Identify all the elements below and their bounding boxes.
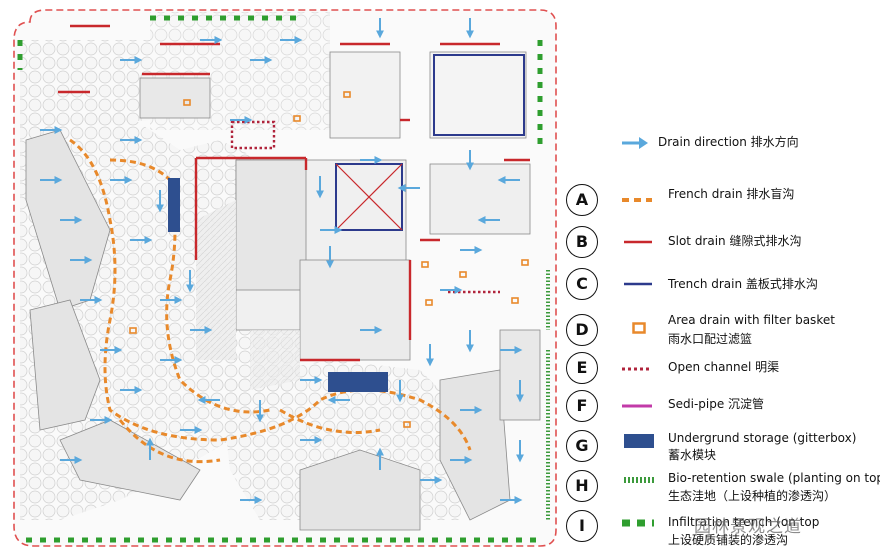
drain-direction-arrows bbox=[40, 18, 524, 504]
slot-drain-symbol bbox=[624, 240, 652, 244]
legend-letter-f: F bbox=[566, 390, 598, 422]
watermark: 园林景观之道 bbox=[694, 512, 802, 537]
legend-label-area-drain-line2: 雨水口配过滤篮 bbox=[668, 332, 753, 346]
legend-label-bio-retention-swale-line1: Bio-retention swale (planting on top bbox=[668, 471, 880, 485]
trench-drain-lines bbox=[335, 54, 525, 231]
bio-retention-swale-symbol bbox=[624, 477, 654, 483]
legend-label-underground-storage-line2: 蓄水模块 bbox=[668, 448, 717, 462]
legend-letter-i: I bbox=[566, 510, 598, 542]
paving-hatch bbox=[196, 200, 300, 390]
legend-letter-g: G bbox=[566, 430, 598, 462]
legend-item-sedi-pipe: F Sedi-pipe 沉淀管 bbox=[566, 390, 880, 422]
slot-drain-lines bbox=[58, 24, 530, 362]
legend-label-underground-storage-line1: Undergrund storage (gitterbox) bbox=[668, 431, 857, 445]
site-boundary bbox=[13, 9, 557, 547]
legend-letter-d: D bbox=[566, 314, 598, 346]
legend-drain-direction: Drain direction 排水方向 bbox=[566, 134, 880, 152]
legend-item-slot-drain: B Slot drain 缝隙式排水沟 bbox=[566, 226, 880, 258]
legend-item-infiltration-trench: I Infiltration trench (on top 上设硬质铺装的渗透沟 bbox=[566, 508, 880, 548]
legend-label-open-channel: Open channel 明渠 bbox=[668, 360, 780, 374]
drain-arrow-icon bbox=[622, 137, 648, 149]
legend-label-bio-retention-swale-line2: 生态洼地（上设种植的渗透沟） bbox=[668, 489, 837, 503]
legend-label-infiltration-trench-line2: 上设硬质铺装的渗透沟 bbox=[668, 533, 789, 547]
underground-storage-blocks bbox=[168, 178, 388, 392]
legend-letter-a: A bbox=[566, 184, 598, 216]
site-drainage-plan bbox=[13, 9, 557, 547]
legend-label-french-drain: French drain 排水盲沟 bbox=[668, 187, 795, 201]
area-drains bbox=[129, 91, 529, 428]
legend-label-slot-drain: Slot drain 缝隙式排水沟 bbox=[668, 234, 802, 248]
legend-label-trench-drain: Trench drain 盖板式排水沟 bbox=[668, 277, 818, 291]
legend-letter-h: H bbox=[566, 470, 598, 502]
area-drain-symbol bbox=[632, 322, 646, 334]
legend-item-underground-storage: G Undergrund storage (gitterbox) 蓄水模块 bbox=[566, 428, 880, 464]
legend-letter-e: E bbox=[566, 352, 598, 384]
legend-item-bio-retention-swale: H Bio-retention swale (planting on top 生… bbox=[566, 468, 880, 504]
legend-item-trench-drain: C Trench drain 盖板式排水沟 bbox=[566, 268, 880, 300]
open-channel-symbol bbox=[622, 367, 652, 371]
legend-label-infiltration-trench-line1: Infiltration trench (on top bbox=[668, 515, 820, 529]
legend-letter-b: B bbox=[566, 226, 598, 258]
french-drain-lines bbox=[69, 138, 472, 464]
underground-storage-symbol bbox=[624, 434, 654, 448]
legend-label-area-drain-line1: Area drain with filter basket bbox=[668, 313, 835, 327]
open-channel-lines bbox=[230, 120, 500, 294]
legend-letter-c: C bbox=[566, 268, 598, 300]
trench-drain-symbol bbox=[624, 282, 652, 286]
legend-label-sedi-pipe: Sedi-pipe 沉淀管 bbox=[668, 397, 765, 411]
watermark-text: 园林景观之道 bbox=[694, 517, 802, 537]
legend-item-french-drain: A French drain 排水盲沟 bbox=[566, 184, 880, 216]
legend-item-area-drain: D Area drain with filter basket 雨水口配过滤篮 bbox=[566, 312, 880, 346]
legend-drain-direction-label: Drain direction 排水方向 bbox=[658, 135, 799, 149]
infiltration-trench-symbol bbox=[622, 519, 654, 527]
infiltration-trench bbox=[17, 15, 543, 543]
sedi-pipe-symbol bbox=[622, 404, 652, 408]
french-drain-symbol bbox=[622, 198, 652, 202]
legend-item-open-channel: E Open channel 明渠 bbox=[566, 352, 880, 384]
